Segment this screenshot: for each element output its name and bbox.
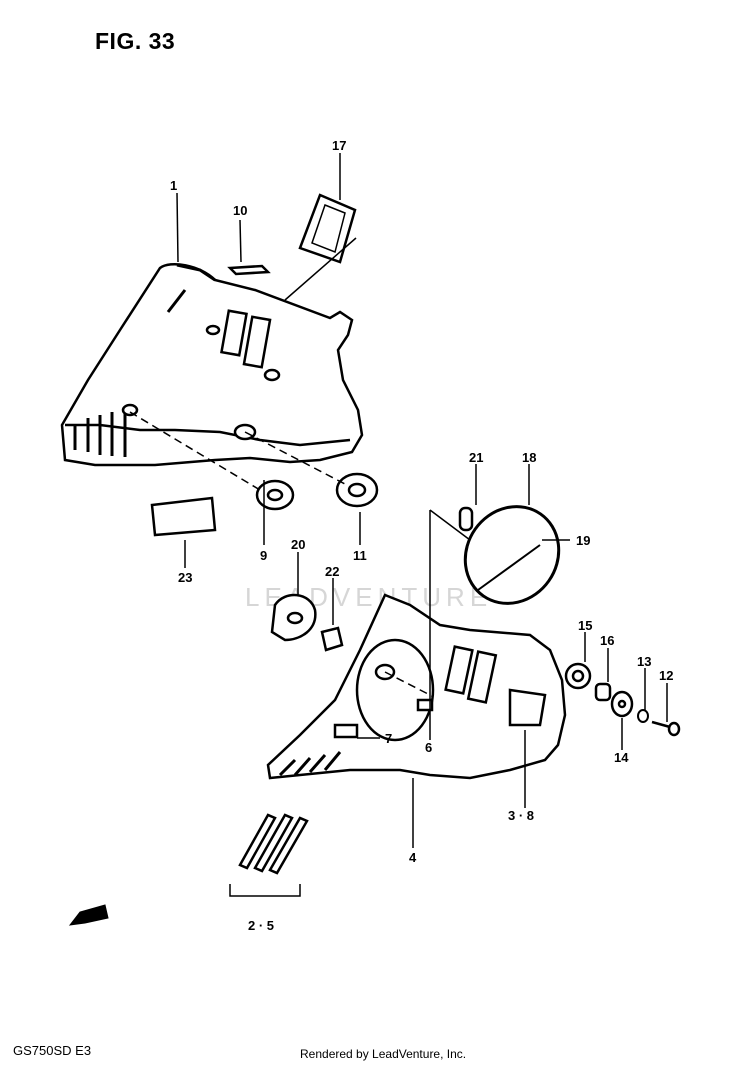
washer-part-14	[610, 690, 634, 718]
callout-labels: 1 10 17 9 11 23 21 18 19 20 22 15 16 13 …	[170, 138, 673, 933]
callout-12: 12	[659, 668, 673, 683]
leader-lines	[176, 153, 668, 897]
lock-washer-part-13	[637, 709, 649, 723]
stripe-decals-part-2-5	[238, 813, 309, 875]
callout-18: 18	[522, 450, 536, 465]
figure-title: FIG. 33	[95, 28, 176, 54]
callout-16: 16	[600, 633, 614, 648]
lower-side-cover-part	[266, 593, 567, 780]
pin-part-21	[458, 506, 474, 532]
upper-side-cover-part	[60, 262, 364, 467]
emblem-plate-part-17	[298, 193, 357, 264]
callout-15: 15	[578, 618, 592, 633]
footer-credit: Rendered by LeadVenture, Inc.	[300, 1047, 467, 1061]
callout-2-5: 2 · 5	[248, 918, 274, 933]
cap-part-18	[463, 505, 561, 605]
dashed-leader-lines	[129, 411, 433, 697]
callout-21: 21	[469, 450, 483, 465]
callout-1: 1	[170, 178, 177, 193]
grommet-part-9	[255, 479, 295, 511]
callout-7: 7	[385, 731, 392, 746]
callout-17: 17	[332, 138, 346, 153]
screw-part-12	[651, 720, 681, 737]
collar-part-16	[594, 682, 612, 702]
callout-6: 6	[425, 740, 432, 755]
callout-14: 14	[614, 750, 629, 765]
callout-20: 20	[291, 537, 305, 552]
callout-4: 4	[409, 850, 417, 865]
pad-part-23	[150, 496, 217, 537]
callout-22: 22	[325, 564, 339, 579]
callout-19: 19	[576, 533, 590, 548]
grommet-part-11	[335, 472, 379, 508]
grommet-part-15	[564, 662, 592, 690]
forward-direction-arrow-icon	[68, 904, 109, 926]
callout-10: 10	[233, 203, 247, 218]
gasket-part-22	[320, 626, 344, 652]
callout-11: 11	[353, 548, 367, 563]
callout-13: 13	[637, 654, 651, 669]
callout-3-8: 3 · 8	[508, 808, 534, 823]
plate-part-20	[270, 593, 317, 642]
clip-part-10	[227, 264, 271, 276]
model-code: GS750SD E3	[13, 1043, 92, 1058]
callout-23: 23	[178, 570, 192, 585]
callout-9: 9	[260, 548, 267, 563]
